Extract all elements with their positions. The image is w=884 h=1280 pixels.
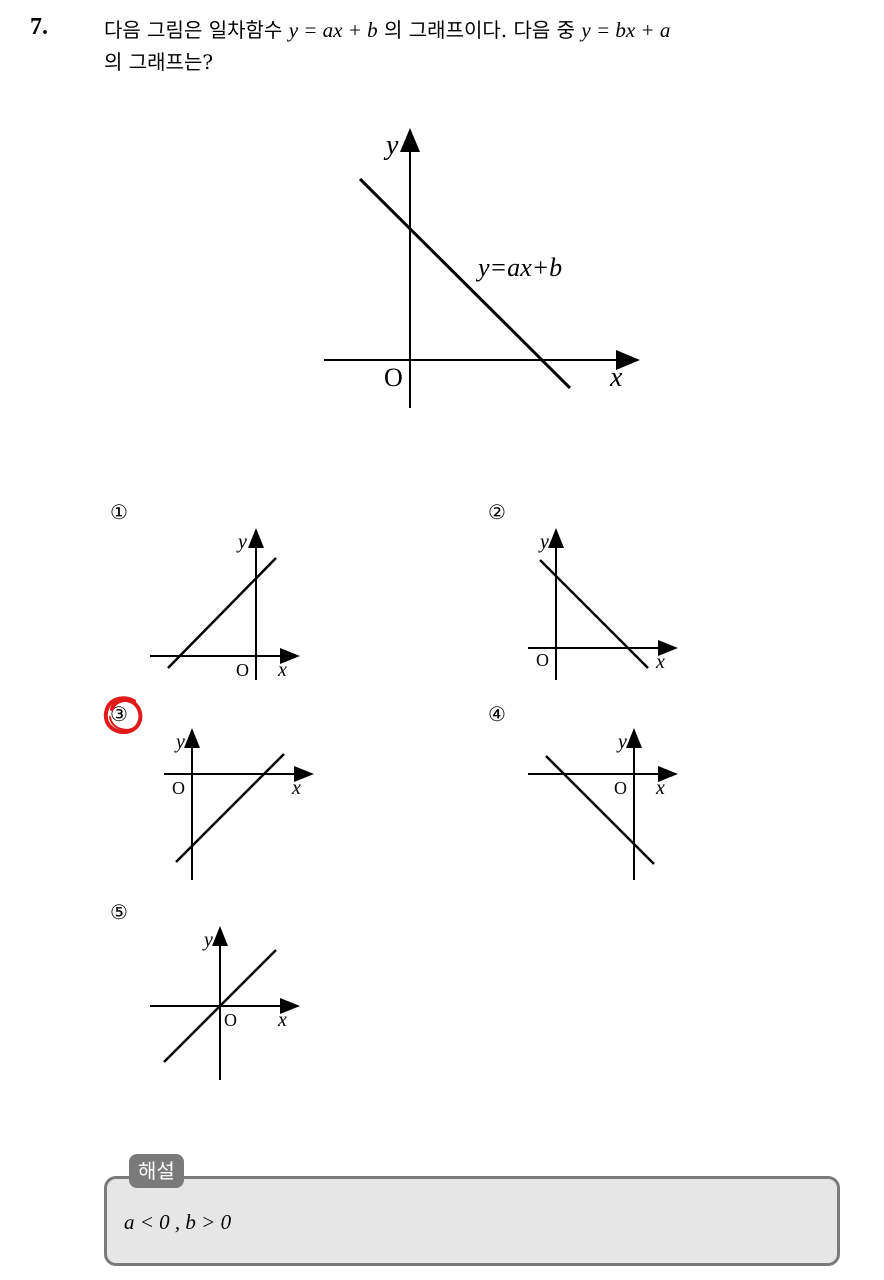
choice-1-label[interactable]: ① bbox=[110, 500, 128, 524]
choice-2-label[interactable]: ② bbox=[488, 500, 506, 524]
graph-line bbox=[167, 557, 277, 669]
y-axis-label: y bbox=[236, 531, 247, 553]
origin-label: O bbox=[172, 778, 185, 798]
explanation-text: a < 0 , b > 0 bbox=[124, 1210, 232, 1234]
origin-label: O bbox=[536, 650, 549, 670]
y-axis-label: y bbox=[616, 731, 627, 753]
origin-label: O bbox=[224, 1010, 237, 1030]
stem-text-3: 의 그래프는? bbox=[104, 50, 214, 74]
y-axis-label: y bbox=[383, 130, 399, 161]
x-axis-label: x bbox=[277, 659, 287, 681]
choice-4-graph[interactable]: y x O bbox=[524, 726, 684, 886]
choice-1-graph[interactable]: y x O bbox=[146, 526, 306, 686]
main-graph: y x O y=ax+b bbox=[324, 128, 640, 408]
x-axis-label: x bbox=[291, 777, 301, 799]
choice-3-graph[interactable]: y x O bbox=[160, 726, 320, 886]
graph-line bbox=[545, 755, 655, 865]
stem-text-2: 의 그래프이다. 다음 중 bbox=[377, 18, 582, 42]
explanation-tag: 해설 bbox=[129, 1154, 184, 1188]
y-axis-label: y bbox=[202, 929, 213, 951]
question-stem: 다음 그림은 일차함수 y = ax + b 의 그래프이다. 다음 중 y =… bbox=[104, 14, 864, 78]
graph-line bbox=[539, 559, 649, 669]
y-axis-label: y bbox=[538, 531, 549, 553]
choice-5-label[interactable]: ⑤ bbox=[110, 900, 128, 924]
target-equation: y = bx + a bbox=[581, 18, 671, 42]
question-number: 7. bbox=[30, 14, 48, 40]
choice-5-graph[interactable]: y x O bbox=[146, 924, 306, 1084]
x-axis-label: x bbox=[655, 777, 665, 799]
selected-answer-circle-icon bbox=[103, 696, 143, 734]
origin-label: O bbox=[614, 778, 627, 798]
x-axis-label: x bbox=[655, 651, 665, 673]
x-axis-label: x bbox=[277, 1009, 287, 1031]
explanation-box bbox=[104, 1176, 840, 1266]
origin-label: O bbox=[384, 363, 403, 392]
choice-4-label[interactable]: ④ bbox=[488, 702, 506, 726]
choice-2-graph[interactable]: y x O bbox=[524, 526, 684, 686]
line-label: y=ax+b bbox=[475, 253, 562, 282]
choice-3-label[interactable]: ③ bbox=[110, 702, 128, 726]
graph-line bbox=[163, 949, 277, 1063]
stem-text-1: 다음 그림은 일차함수 bbox=[104, 18, 289, 42]
y-axis-label: y bbox=[174, 731, 185, 753]
x-axis-label: x bbox=[609, 362, 623, 393]
given-equation: y = ax + b bbox=[288, 18, 378, 42]
graph-line bbox=[358, 177, 572, 390]
origin-label: O bbox=[236, 660, 249, 680]
graph-line bbox=[175, 753, 285, 863]
